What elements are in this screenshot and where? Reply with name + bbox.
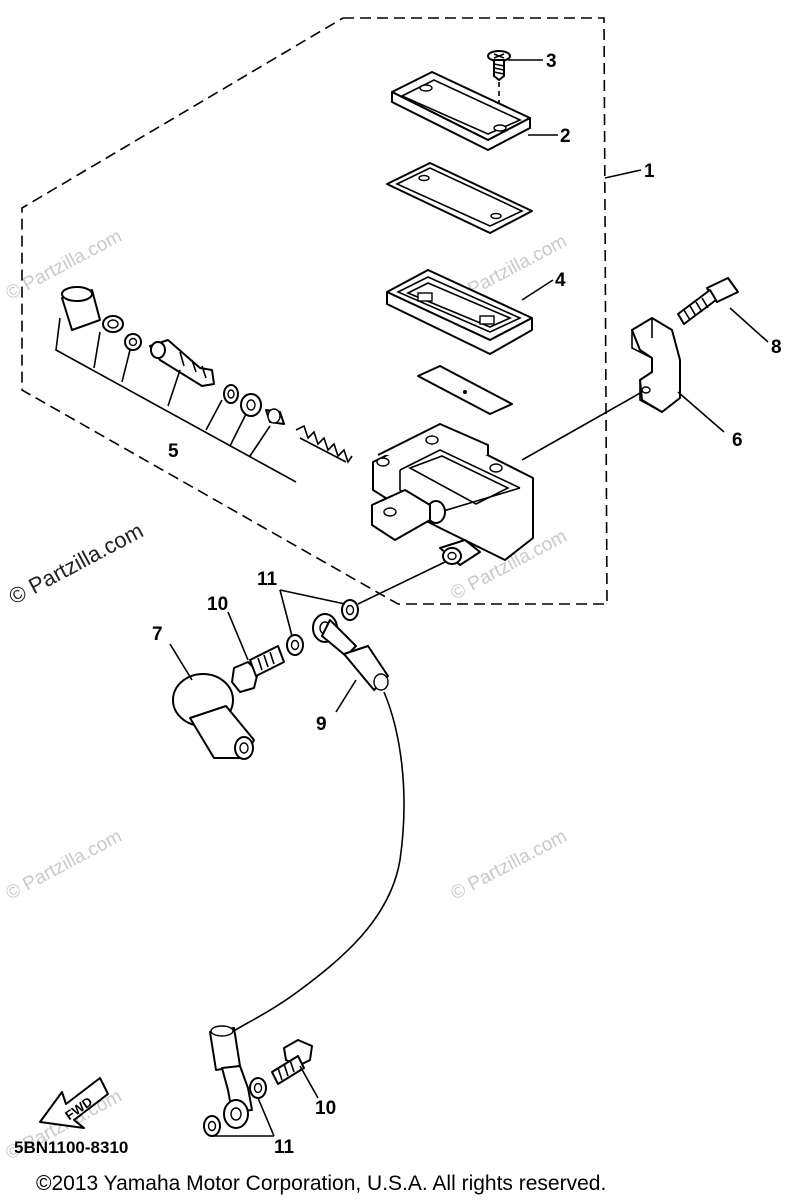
callout-5: 5 [168,441,179,462]
float-plate [417,365,513,415]
bolt-part-10-lower [271,1039,313,1085]
callout-9: 9 [316,714,327,735]
screw-part-3 [487,50,511,126]
watermark: © Partzilla.com [2,826,125,905]
diagram-code: 5BN1100-8310 [14,1138,128,1157]
callout-4: 4 [555,270,566,291]
callout-10-upper: 10 [207,594,228,615]
bolt-part-10-upper [231,645,285,693]
cap-part-2 [391,71,531,151]
cap-part-7 [172,673,255,760]
watermark-main: © Partzilla.com [5,518,148,610]
callout-8: 8 [771,337,782,358]
callout-10-lower: 10 [315,1098,336,1119]
master-cylinder-body [371,423,534,566]
watermark: © Partzilla.com [447,826,570,905]
hose-part-9 [209,613,405,1129]
callout-11-upper: 11 [257,569,278,590]
callout-6: 6 [732,430,743,451]
leader-lines [169,59,769,1137]
copyright-text: ©2013 Yamaha Motor Corporation, U.S.A. A… [36,1172,606,1195]
bolt-part-8 [677,277,739,325]
callout-3: 3 [546,51,557,72]
clamp-part-6 [631,317,681,413]
callout-2: 2 [560,126,571,147]
diaphragm-plate [386,162,533,234]
assembly-boundary [21,17,608,605]
callout-11-lower: 11 [274,1137,295,1158]
callout-7: 7 [152,624,163,645]
piston-kit-part-5 [55,286,353,483]
diaphragm-part-4 [386,269,533,355]
callout-1: 1 [644,161,655,182]
clamp-bolt-line [521,391,643,461]
banjo-line-upper [357,561,446,605]
washer-part-11-upper [286,599,359,656]
fwd-arrow-icon: FWD [39,1077,109,1129]
